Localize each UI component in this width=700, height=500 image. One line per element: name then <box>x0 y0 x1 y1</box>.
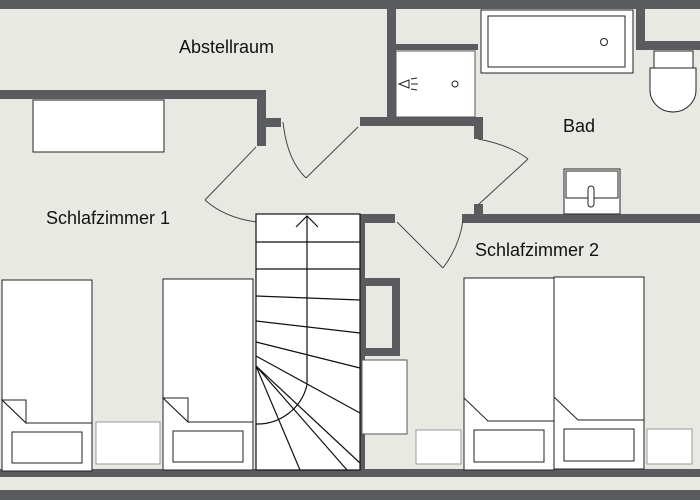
nightstand <box>415 429 462 465</box>
shower <box>395 50 476 118</box>
nightstand <box>646 428 693 465</box>
nightstand <box>95 421 161 465</box>
cabinet <box>361 359 408 435</box>
single-bed <box>0 279 93 472</box>
single-bed <box>463 277 555 471</box>
sink <box>563 168 621 215</box>
room-label-abstellraum: Abstellraum <box>179 37 275 57</box>
room-label-schlafzimmer-2: Schlafzimmer 2 <box>475 240 600 260</box>
toilet <box>649 50 697 113</box>
staircase <box>255 213 361 471</box>
single-bed <box>553 276 645 470</box>
single-bed <box>161 278 254 471</box>
cabinet <box>32 99 165 153</box>
door-swings <box>204 121 529 269</box>
room-label-bad: Bad <box>563 116 596 136</box>
room-label-schlafzimmer-1: Schlafzimmer 1 <box>46 208 171 228</box>
